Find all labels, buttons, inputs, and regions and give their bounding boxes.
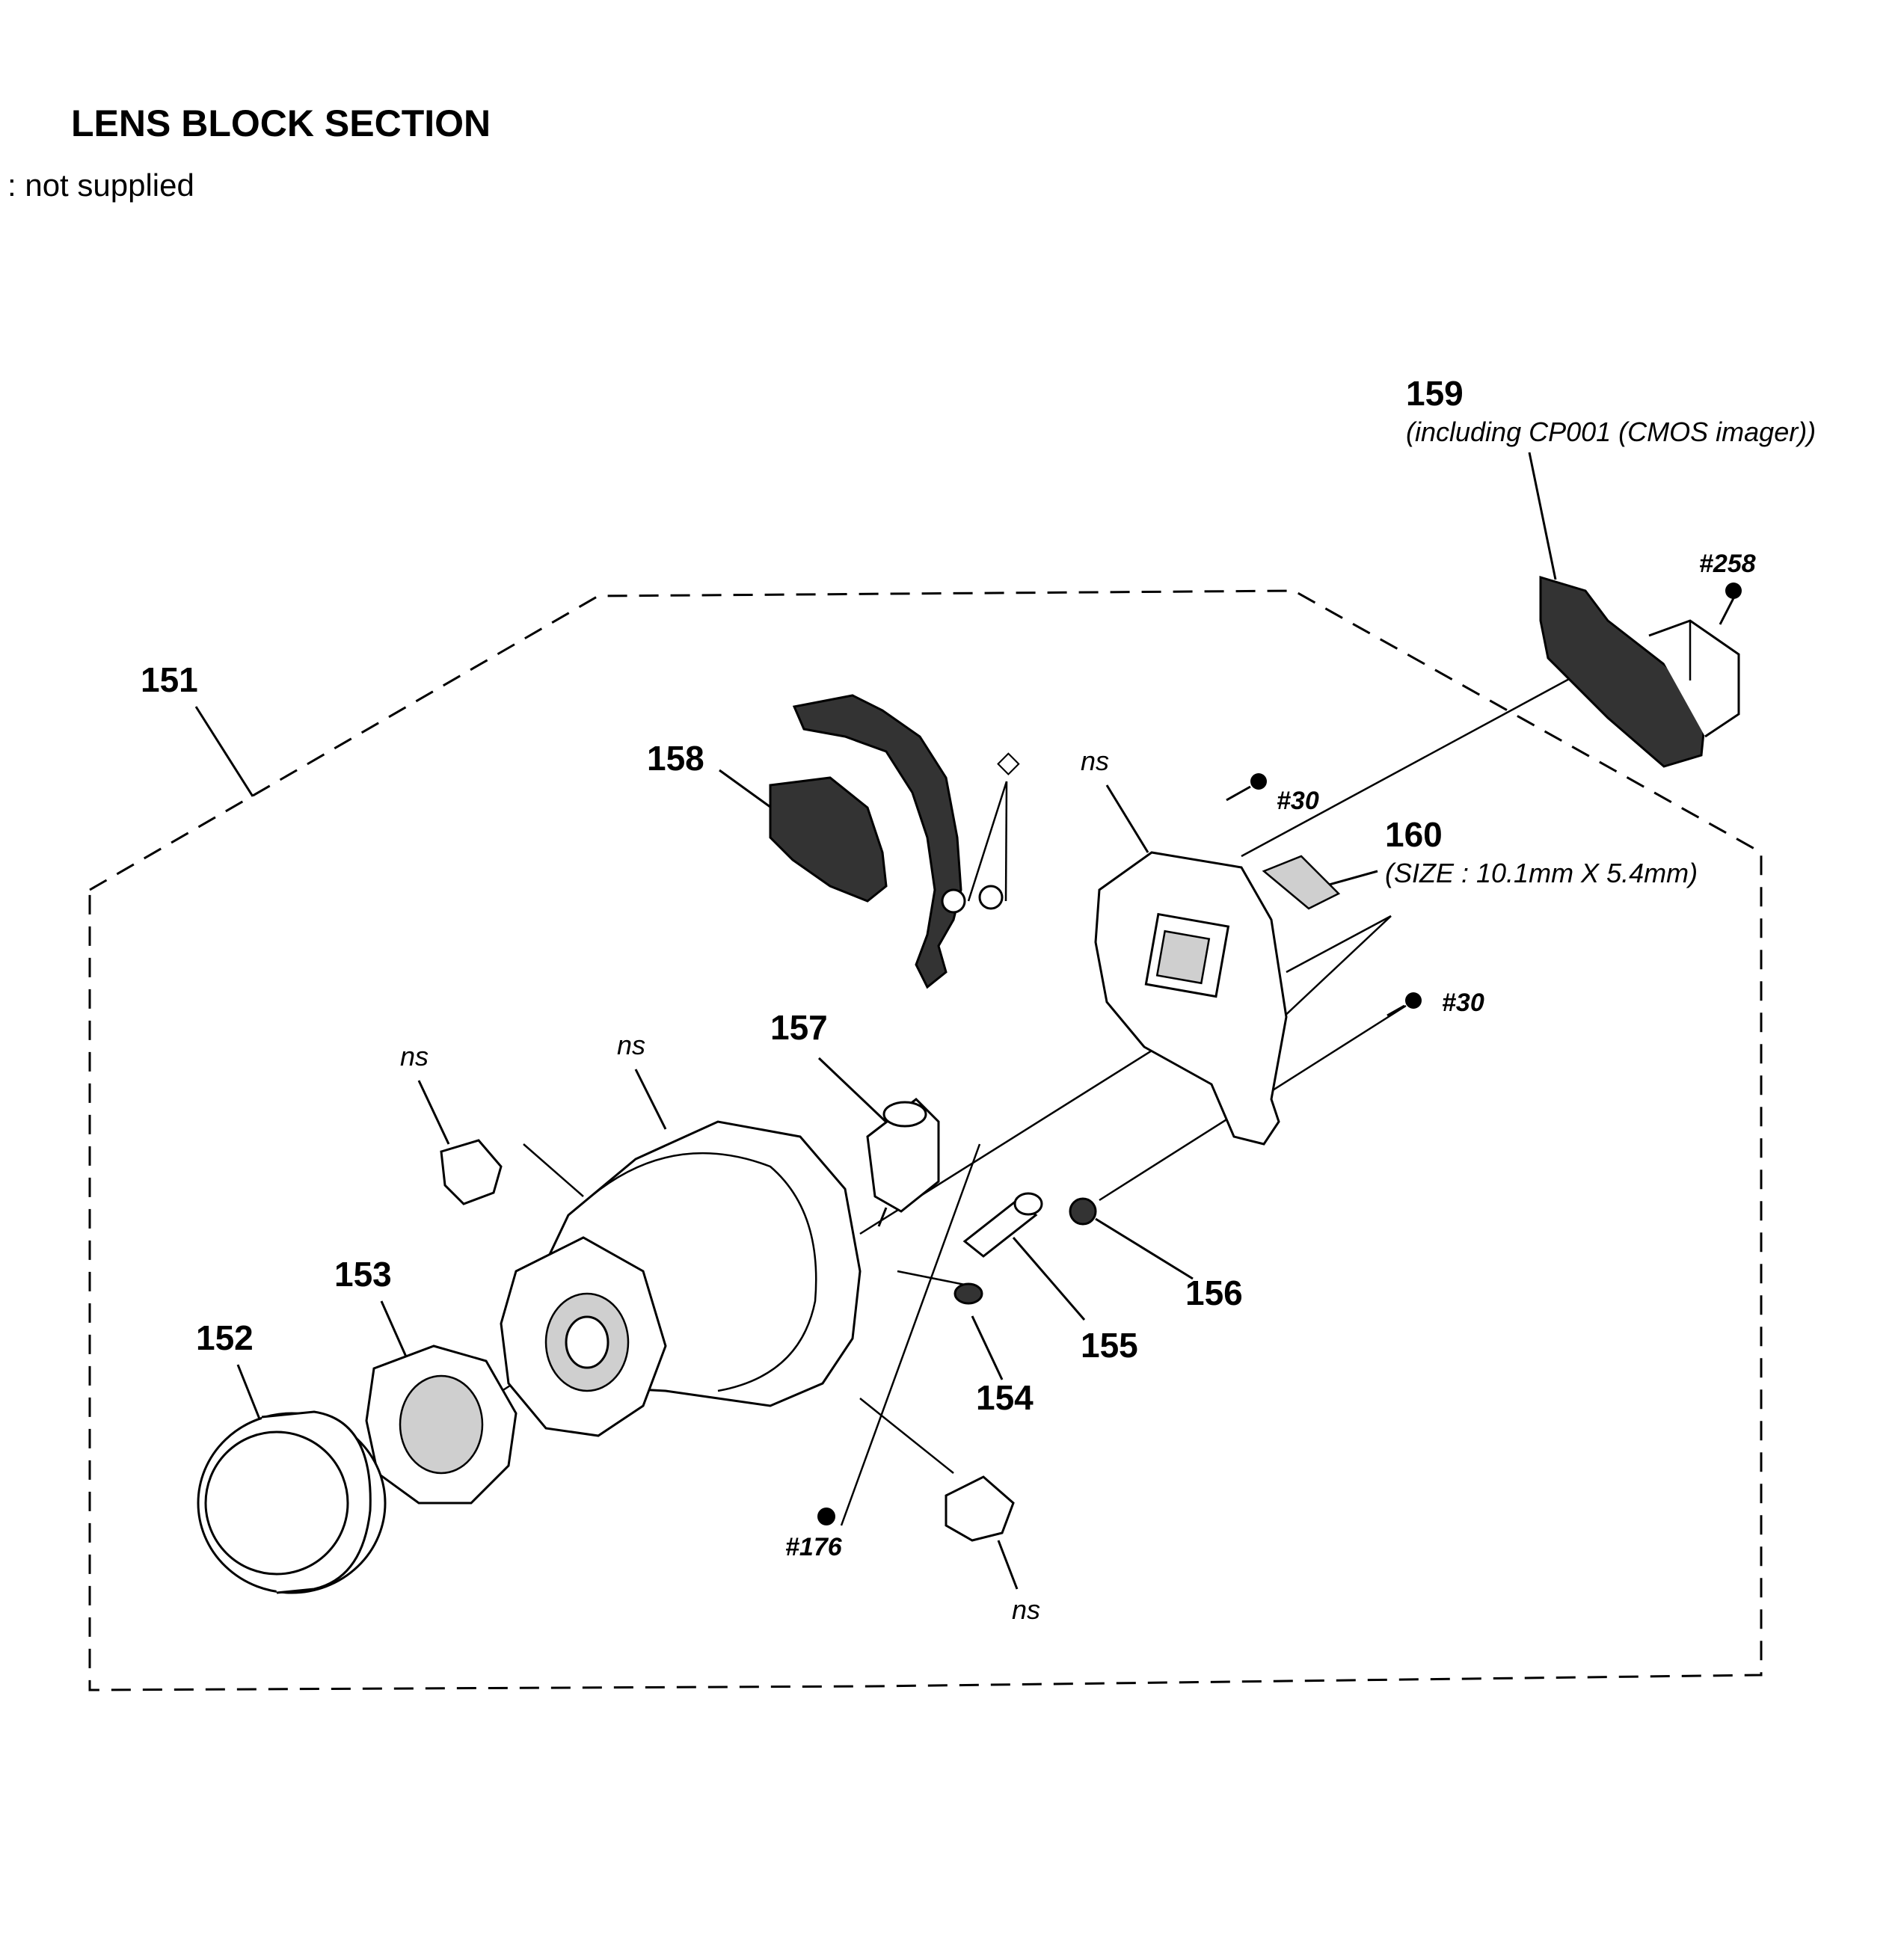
leader-diamond-a: [967, 781, 1008, 902]
screw-30-top: [1226, 773, 1267, 802]
section-title: LENS BLOCK SECTION: [71, 102, 491, 144]
lens-ring: [365, 1345, 518, 1505]
part-160-note: (SIZE : 10.1mm X 5.4mm): [1385, 858, 1698, 888]
cmos-imager-block: [1539, 575, 1740, 768]
part-159-note: (including CP001 (CMOS imager)): [1406, 417, 1816, 447]
part-label-160: 160: [1385, 815, 1443, 854]
lens-barrel: [500, 1120, 862, 1437]
legend-not-supplied: : not supplied: [7, 168, 194, 203]
diamond-symbol: ◇: [997, 745, 1020, 779]
leader-ns-bracket: [417, 1080, 450, 1145]
part-label-157: 157: [770, 1008, 828, 1047]
leader-159: [1528, 452, 1557, 580]
part-label-159: 159: [1406, 374, 1464, 413]
ns-label-clip: ns: [1012, 1594, 1040, 1625]
rear-frame: [1094, 851, 1288, 1146]
ns-label-barrel: ns: [617, 1030, 645, 1060]
leader-151: [194, 706, 254, 797]
leader-160: [1323, 870, 1378, 888]
screw-label-30-top: #30: [1277, 787, 1319, 815]
leader-155: [1012, 1237, 1086, 1321]
screw-30-mid: [1386, 992, 1422, 1017]
clip-bottom: [945, 1475, 1015, 1542]
screw-label-30-mid: #30: [1442, 989, 1484, 1017]
part-label-154: 154: [976, 1378, 1034, 1417]
assembly-boundary: [88, 589, 1763, 1691]
leader-154: [971, 1315, 1004, 1380]
lens-hood: [197, 1410, 387, 1594]
part-label-155: 155: [1081, 1326, 1138, 1365]
adhesive-sheet: [1262, 855, 1341, 910]
screw-176: [817, 1508, 835, 1525]
ns-label-bracket: ns: [400, 1041, 429, 1072]
part-label-156: 156: [1185, 1273, 1243, 1312]
leader-157: [817, 1057, 895, 1131]
ns-label-frame: ns: [1081, 746, 1109, 776]
spring: [1069, 1197, 1097, 1226]
leader-152: [236, 1364, 263, 1425]
screw-label-258: #258: [1699, 550, 1756, 578]
screw-258: [1719, 583, 1742, 625]
part-label-152: 152: [196, 1318, 254, 1357]
screw-label-176: #176: [785, 1533, 843, 1561]
lead-screw-shaft: [962, 1192, 1043, 1258]
leader-diamond-b: [1004, 781, 1008, 902]
leader-ns-frame: [1105, 784, 1149, 853]
flexible-board: [769, 694, 1004, 989]
bracket-upper: [440, 1139, 503, 1205]
rack-nut: [953, 1282, 983, 1305]
focus-motor: [866, 1098, 940, 1227]
leader-156: [1095, 1217, 1194, 1280]
leader-ns-barrel: [634, 1069, 667, 1130]
part-label-158: 158: [647, 739, 704, 778]
part-label-153: 153: [334, 1255, 392, 1294]
part-label-151: 151: [141, 660, 198, 699]
leader-ns-clip: [997, 1540, 1019, 1590]
